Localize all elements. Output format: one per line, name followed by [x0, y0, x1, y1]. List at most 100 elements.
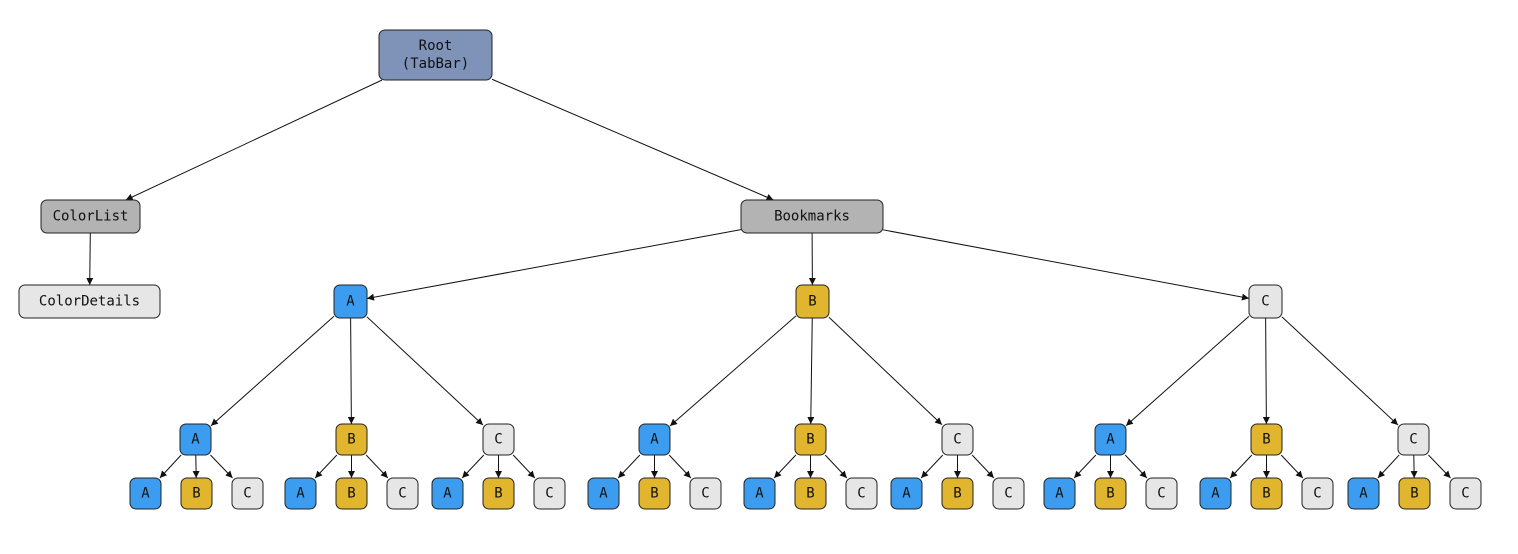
edge-bookmarks-to-a — [366, 229, 742, 301]
node-label: A — [191, 432, 200, 448]
node-label: Root — [419, 38, 453, 54]
node-box — [794, 477, 827, 510]
node-label: B — [650, 486, 658, 502]
node-bbb: B — [794, 477, 827, 510]
node-box — [1397, 423, 1430, 456]
edge-b-to-ba — [669, 315, 797, 427]
edge-bc-to-bcc — [971, 454, 995, 479]
node-label: C — [1004, 486, 1012, 502]
edge-ab-to-aba — [314, 454, 338, 479]
node-label: C — [953, 432, 961, 448]
node-aca: A — [431, 477, 464, 510]
node-label: A — [443, 486, 452, 502]
node-cab: B — [1094, 477, 1127, 510]
node-box — [890, 477, 923, 510]
edge-cb-to-cbc — [1280, 454, 1304, 479]
node-label: A — [1106, 432, 1115, 448]
node-colorlist: ColorList — [40, 199, 141, 234]
edge-a-to-ac — [366, 316, 484, 426]
edge-c-to-cb — [1262, 317, 1270, 425]
node-box — [1094, 423, 1127, 456]
node-bac: C — [689, 477, 722, 510]
node-ba: A — [638, 423, 671, 456]
node-label: C — [1313, 486, 1321, 502]
node-label: ColorDetails — [39, 294, 140, 310]
node-box — [335, 423, 368, 456]
node-label: A — [1211, 486, 1220, 502]
node-abc: C — [386, 477, 419, 510]
node-a: A — [333, 284, 368, 319]
node-box — [1398, 477, 1431, 510]
node-ab: B — [335, 423, 368, 456]
edge-ba-to-bac — [668, 454, 692, 479]
node-label: B — [494, 486, 502, 502]
edge-ba-to-baa — [617, 454, 641, 479]
node-label: B — [806, 432, 814, 448]
node-bcc: C — [992, 477, 1025, 510]
node-box — [743, 477, 776, 510]
node-box — [1199, 477, 1232, 510]
node-label: Bookmarks — [774, 209, 850, 225]
node-box — [1094, 477, 1127, 510]
edge-cc-to-ccc — [1428, 454, 1451, 479]
node-label: B — [1106, 486, 1114, 502]
node-label: A — [141, 486, 150, 502]
node-label: B — [1262, 486, 1270, 502]
node-ac: C — [482, 423, 515, 456]
node-label: A — [296, 486, 305, 502]
node-bba: A — [743, 477, 776, 510]
node-c: C — [1248, 284, 1283, 319]
node-ccb: B — [1398, 477, 1431, 510]
node-ca: A — [1094, 423, 1127, 456]
edge-a-to-aa — [210, 315, 335, 427]
edge-ab-to-abc — [365, 454, 389, 479]
node-box — [941, 477, 974, 510]
node-bab: B — [638, 477, 671, 510]
node-caa: A — [1043, 477, 1076, 510]
node-box — [482, 477, 515, 510]
node-baa: A — [587, 477, 620, 510]
node-box — [638, 423, 671, 456]
node-label: B — [806, 486, 814, 502]
edge-bc-to-bca — [920, 454, 944, 479]
edge-colorlist-to-colordetails — [86, 232, 94, 286]
node-box — [129, 477, 162, 510]
node-label: A — [1359, 486, 1368, 502]
node-label: C — [243, 486, 251, 502]
node-box — [845, 477, 878, 510]
edge-root-to-colorlist — [125, 79, 383, 201]
node-label: A — [755, 486, 764, 502]
node-label: ColorList — [53, 209, 129, 225]
node-label: C — [1409, 432, 1417, 448]
node-box — [333, 284, 368, 319]
node-box — [795, 284, 830, 319]
edge-cc-to-cca — [1377, 454, 1400, 479]
node-box — [992, 477, 1025, 510]
node-aa: A — [179, 423, 212, 456]
node-box — [386, 477, 419, 510]
node-label: C — [494, 432, 502, 448]
node-aab: B — [180, 477, 213, 510]
node-label: B — [347, 432, 355, 448]
node-abb: B — [335, 477, 368, 510]
edges-layer — [86, 78, 1451, 479]
nodes-layer: Root(TabBar)ColorListColorDetailsBookmar… — [18, 29, 1482, 510]
node-box — [18, 284, 161, 319]
edge-ca-to-caa — [1073, 454, 1097, 479]
node-aac: C — [231, 477, 264, 510]
node-box — [1043, 477, 1076, 510]
node-colordetails: ColorDetails — [18, 284, 161, 319]
node-box — [284, 477, 317, 510]
node-label: C — [857, 486, 865, 502]
node-box — [482, 423, 515, 456]
node-label: B — [1410, 486, 1418, 502]
node-cca: A — [1347, 477, 1380, 510]
node-cac: C — [1145, 477, 1178, 510]
node-label: A — [650, 432, 659, 448]
node-bca: A — [890, 477, 923, 510]
edge-b-to-bc — [828, 316, 943, 426]
node-box — [40, 199, 141, 234]
node-box — [231, 477, 264, 510]
edge-bb-to-bbc — [824, 454, 848, 479]
node-label: A — [346, 294, 355, 310]
